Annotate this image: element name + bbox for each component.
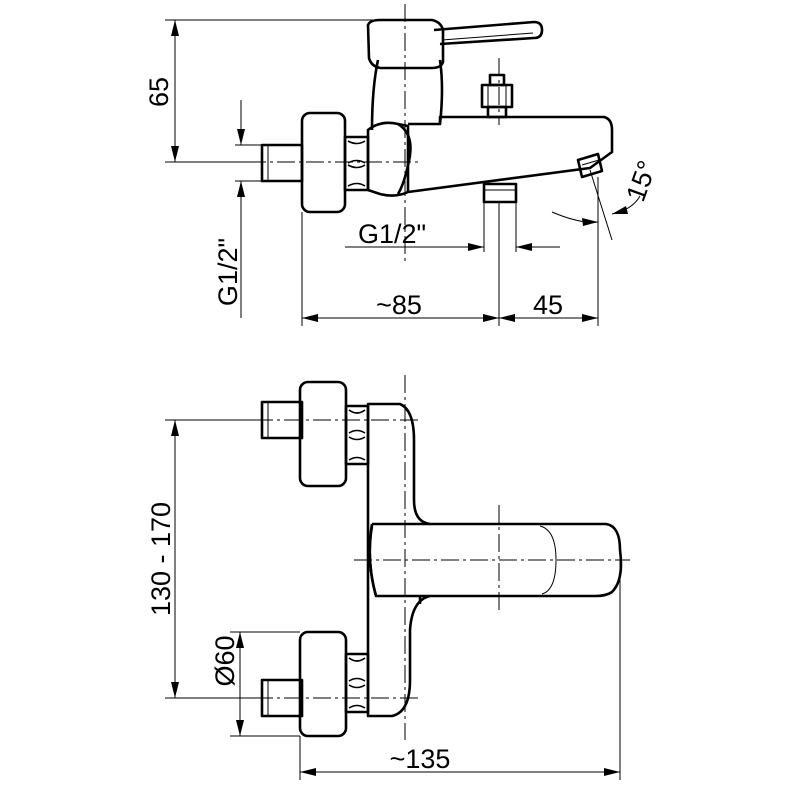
front-view (255, 375, 630, 740)
dim-diameter-60: Ø60 (210, 635, 240, 686)
dim-45: 45 (533, 290, 563, 320)
front-view-dimensions (165, 419, 621, 780)
dim-65: 65 (144, 77, 174, 107)
dim-85: ~85 (376, 290, 422, 320)
side-view (248, 4, 614, 262)
dim-centers-range: 130 - 170 (146, 502, 176, 616)
dim-thread-horizontal: G1/2" (358, 219, 426, 249)
side-view-dimensions (165, 19, 641, 326)
dim-angle-15: 15° (620, 157, 662, 206)
dim-135: ~135 (390, 744, 451, 774)
dim-thread-vertical: G1/2" (213, 238, 243, 306)
